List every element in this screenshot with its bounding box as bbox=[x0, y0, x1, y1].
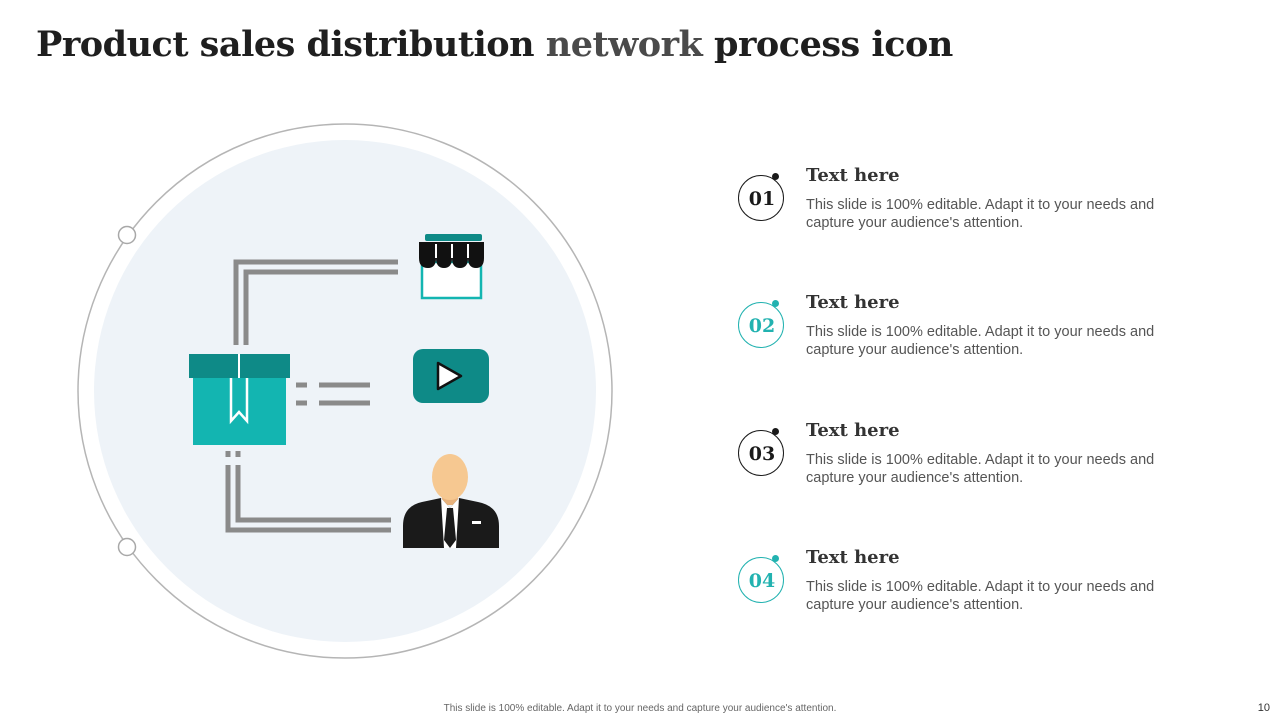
list-item: 02 Text here This slide is 100% editable… bbox=[736, 292, 1176, 372]
package-box-icon bbox=[189, 354, 290, 445]
title-part-2: process icon bbox=[702, 24, 953, 65]
businessman-icon bbox=[403, 454, 499, 548]
number-label: 04 bbox=[748, 570, 776, 592]
badge-dot bbox=[772, 555, 779, 562]
item-description: This slide is 100% editable. Adapt it to… bbox=[806, 579, 1155, 613]
page-number: 10 bbox=[1257, 702, 1270, 714]
title-part-1: Product sales distribution bbox=[36, 24, 546, 65]
list-item: 04 Text here This slide is 100% editable… bbox=[736, 547, 1176, 627]
item-description: This slide is 100% editable. Adapt it to… bbox=[806, 197, 1155, 231]
item-title: Text here bbox=[806, 292, 900, 313]
video-play-icon bbox=[413, 349, 489, 403]
slide-title: Product sales distribution network proce… bbox=[36, 24, 953, 65]
distribution-illustration bbox=[77, 123, 613, 659]
connector-middle bbox=[296, 382, 370, 406]
number-badge: 01 bbox=[738, 175, 784, 221]
ring-marker-top bbox=[117, 225, 137, 245]
connector-bottom bbox=[225, 451, 391, 533]
badge-dot bbox=[772, 300, 779, 307]
number-badge: 04 bbox=[738, 557, 784, 603]
number-badge: 02 bbox=[738, 302, 784, 348]
badge-dot bbox=[772, 173, 779, 180]
number-label: 02 bbox=[748, 315, 776, 337]
footer-note: This slide is 100% editable. Adapt it to… bbox=[443, 703, 837, 714]
title-highlight: network bbox=[545, 24, 703, 65]
item-title: Text here bbox=[806, 547, 900, 568]
item-description: This slide is 100% editable. Adapt it to… bbox=[806, 452, 1155, 486]
store-front-icon bbox=[419, 234, 484, 300]
inner-circle bbox=[94, 140, 596, 642]
number-badge: 03 bbox=[738, 430, 784, 476]
item-title: Text here bbox=[806, 165, 900, 186]
connector-top bbox=[233, 259, 398, 345]
item-title: Text here bbox=[806, 420, 900, 441]
list-item: 01 Text here This slide is 100% editable… bbox=[736, 165, 1176, 245]
number-label: 03 bbox=[748, 443, 776, 465]
badge-dot bbox=[772, 428, 779, 435]
item-description: This slide is 100% editable. Adapt it to… bbox=[806, 324, 1155, 358]
number-label: 01 bbox=[748, 188, 776, 210]
outer-ring bbox=[77, 123, 613, 659]
list-item: 03 Text here This slide is 100% editable… bbox=[736, 420, 1176, 500]
ring-marker-bottom bbox=[117, 537, 137, 557]
